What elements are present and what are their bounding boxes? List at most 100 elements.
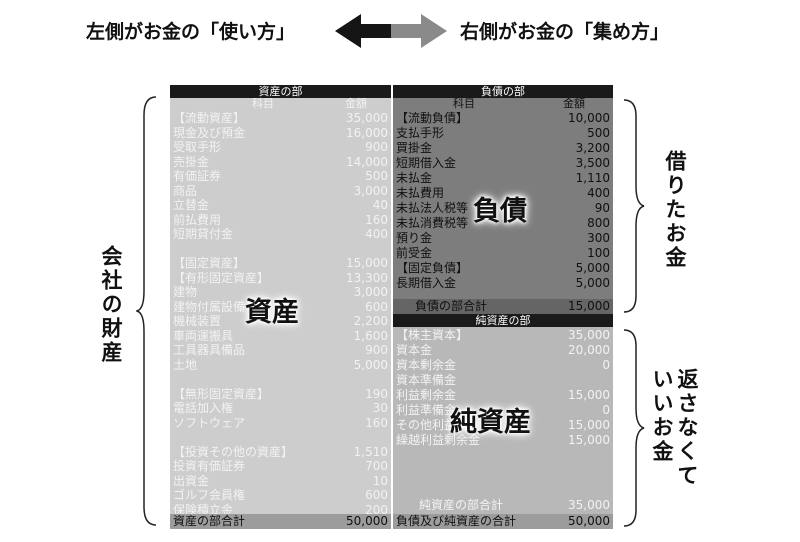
assets-row: 【投資その他の資産】1,510 — [170, 445, 391, 460]
assets-row: 土地 5,000 — [170, 358, 391, 373]
liabilities-row-label: 【流動負債】 — [396, 111, 469, 125]
assets-row-label: 短期貸付金 — [173, 227, 234, 241]
grand-total-value: 50,000 — [568, 514, 610, 528]
assets-row: 【有形固定資産】 13,300 — [170, 271, 391, 286]
assets-row-label: ソフトウェア — [173, 415, 246, 430]
assets-row-value: 35,000 — [346, 111, 388, 125]
net-assets-row-value: 20,000 — [568, 343, 610, 357]
net-assets-row-label: 【株主資本】 — [396, 328, 469, 342]
assets-row-label: ゴルフ会員権 — [173, 488, 246, 502]
liabilities-row: 【固定負債】5,000 — [393, 261, 613, 276]
liabilities-row-value: 10,000 — [568, 111, 610, 125]
assets-row-value: 900 — [365, 140, 388, 154]
net-assets-row-value: 0 — [602, 358, 610, 372]
assets-row-value: 1,510 — [353, 444, 388, 459]
assets-row-label: 電話加入権 — [173, 401, 234, 415]
overlay-net-assets-label: 純資産 — [450, 407, 531, 438]
liabilities-column-header: 科目 金額 — [393, 98, 613, 110]
assets-row-label: 土地 — [173, 357, 198, 372]
liabilities-row-value: 3,500 — [575, 156, 610, 170]
liabilities-row-value: 500 — [587, 126, 610, 140]
right-brace-bottom-icon — [623, 329, 645, 527]
net-assets-row-label: 資本準備金 — [396, 373, 457, 387]
right-arrow-shape — [391, 14, 447, 48]
right-header-label: 右側がお金の「集め方」 — [460, 21, 670, 43]
assets-total-label: 資産の部合計 — [173, 514, 246, 528]
assets-row-value: 14,000 — [346, 154, 388, 169]
liabilities-row-label: 支払手形 — [396, 126, 445, 140]
net-assets-row-value: 35,000 — [568, 328, 610, 342]
liabilities-row: 短期借入金 3,500 — [393, 156, 613, 171]
liabilities-row-label: 前受金 — [396, 246, 433, 260]
assets-row-value: 5,000 — [353, 357, 388, 372]
liabilities-row: 未払消費税等 800 — [393, 216, 613, 231]
assets-row: 【無形固定資産】190 — [170, 387, 391, 402]
assets-row-value: 40 — [372, 198, 388, 212]
assets-row-label: 【有形固定資産】 — [173, 270, 270, 285]
assets-row-value: 3,000 — [353, 285, 388, 299]
side-label-company-assets: 会社の財産 — [99, 245, 123, 365]
assets-row-value: 13,300 — [346, 270, 388, 285]
liabilities-row-label: 預り金 — [396, 231, 433, 245]
assets-row-label: 車両運搬具 — [173, 328, 234, 343]
assets-row-label: 出資金 — [173, 473, 210, 488]
liabilities-col-item: 科目 — [453, 97, 475, 110]
net-assets-row-label: 利益準備金 — [396, 403, 457, 417]
assets-row-label: 建物付属設備 — [173, 299, 246, 314]
left-header-label: 左側がお金の「使い方」 — [86, 21, 296, 43]
assets-row-label: 受取手形 — [173, 140, 222, 154]
grand-total-label: 負債及び純資産の合計 — [396, 514, 517, 528]
assets-col-amount: 金額 — [345, 97, 367, 110]
assets-row-value: 700 — [365, 459, 388, 473]
liabilities-row-value: 1,110 — [575, 171, 610, 185]
assets-row-label: 商品 — [173, 183, 198, 198]
assets-row — [170, 242, 391, 257]
assets-row-label: 投資有価証券 — [173, 459, 246, 473]
liabilities-total-label: 負債の部合計 — [415, 299, 488, 313]
assets-row-value: 3,000 — [353, 183, 388, 198]
assets-row: 短期貸付金 400 — [170, 227, 391, 242]
liabilities-row-label: 【固定負債】 — [396, 261, 469, 275]
assets-row: 投資有価証券 700 — [170, 459, 391, 474]
assets-row-value: 400 — [365, 227, 388, 241]
assets-row-label: 機械装置 — [173, 314, 222, 328]
liabilities-row-value: 800 — [587, 216, 610, 230]
assets-total-row: 資産の部合計 50,000 — [170, 514, 391, 529]
left-brace-icon — [136, 96, 157, 526]
assets-row-value: 200 — [365, 502, 388, 517]
net-assets-row-value: 15,000 — [568, 388, 610, 402]
liabilities-row: 【流動負債】 10,000 — [393, 111, 613, 126]
assets-row-value: 16,000 — [346, 125, 388, 140]
liabilities-table-title: 負債の部 — [393, 85, 613, 98]
net-assets-row-value: 15,000 — [568, 418, 610, 432]
liabilities-row-value: 90 — [594, 201, 610, 215]
liabilities-row-value: 100 — [587, 246, 610, 260]
side-label-borrowed-money: 借りたお金 — [663, 150, 687, 270]
assets-table-title: 資産の部 — [170, 85, 391, 98]
liabilities-row-value: 300 — [587, 231, 610, 245]
assets-row-label: 工具器具備品 — [173, 343, 246, 357]
assets-row-value: 30 — [372, 401, 388, 415]
liabilities-row-label: 買掛金 — [396, 141, 433, 155]
liabilities-total-row: 負債の部合計 15,000 — [393, 299, 613, 314]
liabilities-row-label: 未払消費税等 — [396, 216, 469, 230]
liabilities-row-label: 短期借入金 — [396, 156, 457, 170]
assets-row-value: 160 — [365, 212, 388, 227]
